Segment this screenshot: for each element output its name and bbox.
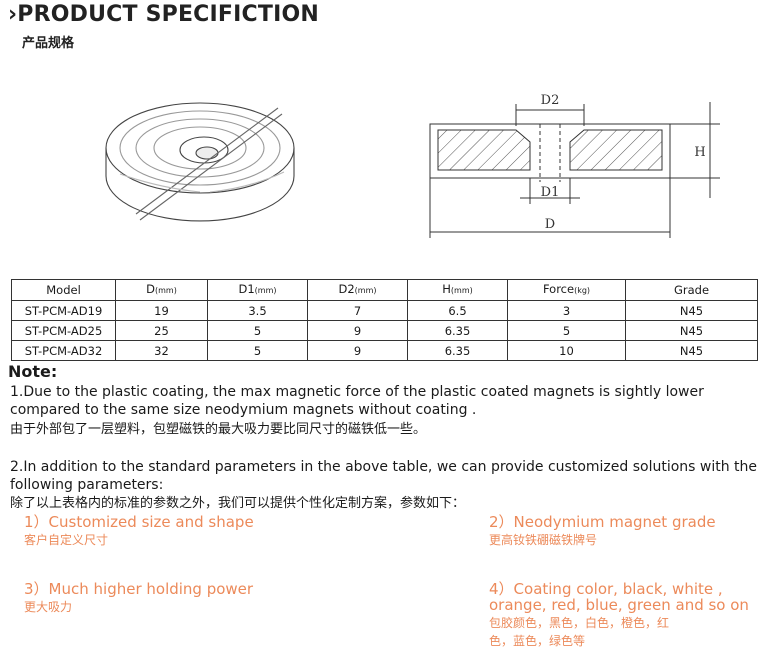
col-header-grade: Grade <box>625 279 758 301</box>
cell-d1: 5 <box>207 320 308 341</box>
option-1-cn: 客户自定义尺寸 <box>24 533 109 547</box>
option-4-en: 4）Coating color, black, white , orange, … <box>489 580 749 614</box>
page-subtitle: 产品规格 <box>22 36 75 51</box>
table-row: ST-PCM-AD25 25 5 9 6.35 5 N45 <box>11 320 758 341</box>
cell-d1: 3.5 <box>207 300 308 321</box>
cell-grade: N45 <box>625 320 758 341</box>
cross-section-drawing: D2 D1 D H <box>429 93 720 238</box>
page-title: ›PRODUCT SPECIFICTION <box>8 2 319 27</box>
table-header-row: Model D(mm) D1(mm) D2(mm) H(mm) Force(kg… <box>11 279 758 301</box>
col-header-d1: D1(mm) <box>207 279 308 301</box>
cell-model: ST-PCM-AD25 <box>11 320 116 341</box>
cell-force: 5 <box>507 320 626 341</box>
cell-model: ST-PCM-AD19 <box>11 300 116 321</box>
col-header-d: D(mm) <box>115 279 208 301</box>
option-3-cn: 更大吸力 <box>24 600 73 614</box>
cell-d: 19 <box>115 300 208 321</box>
col-header-d2: D2(mm) <box>307 279 408 301</box>
cell-h: 6.35 <box>407 340 508 361</box>
cell-d1: 5 <box>207 340 308 361</box>
dim-label-d1: D1 <box>541 185 560 200</box>
option-1-en: 1）Customized size and shape <box>24 513 254 531</box>
note-paragraph-2-en: 2.In addition to the standard parameters… <box>10 459 758 493</box>
cell-d2: 9 <box>307 340 408 361</box>
dim-label-h: H <box>694 145 705 160</box>
cell-d2: 7 <box>307 300 408 321</box>
note-paragraph-1-en: 1.Due to the plastic coating, the max ma… <box>10 384 704 418</box>
table-row: ST-PCM-AD32 32 5 9 6.35 10 N45 <box>11 340 758 361</box>
table-row: ST-PCM-AD19 19 3.5 7 6.5 3 N45 <box>11 300 758 321</box>
magnet-3d-illustration <box>105 102 295 222</box>
note-heading: Note: <box>8 362 58 381</box>
cell-force: 10 <box>507 340 626 361</box>
option-4-cn: 包胶颜色，黑色，白色，橙色，红色，蓝色，绿色等 <box>489 616 670 648</box>
option-2-cn: 更高钕铁硼磁铁牌号 <box>489 533 598 547</box>
note-paragraph-1-cn: 由于外部包了一层塑料，包塑磁铁的最大吸力要比同尺寸的磁铁低一些。 <box>10 422 427 437</box>
option-2-en: 2）Neodymium magnet grade <box>489 513 716 531</box>
cell-d: 25 <box>115 320 208 341</box>
spec-table: Model D(mm) D1(mm) D2(mm) H(mm) Force(kg… <box>11 279 758 361</box>
col-header-h: H(mm) <box>407 279 508 301</box>
page-title-text: PRODUCT SPECIFICTION <box>17 2 319 27</box>
cell-grade: N45 <box>625 340 758 361</box>
dim-label-d2: D2 <box>541 93 560 108</box>
note-paragraph-2-cn: 除了以上表格内的标准的参数之外，我们可以提供个性化定制方案，参数如下： <box>10 496 466 511</box>
col-header-force: Force(kg) <box>507 279 626 301</box>
chevron-right-icon: › <box>8 2 18 27</box>
cell-h: 6.35 <box>407 320 508 341</box>
cell-grade: N45 <box>625 300 758 321</box>
cell-model: ST-PCM-AD32 <box>11 340 116 361</box>
cell-d2: 9 <box>307 320 408 341</box>
cell-force: 3 <box>507 300 626 321</box>
dim-label-d: D <box>545 217 555 232</box>
option-3-en: 3）Much higher holding power <box>24 580 254 598</box>
cell-h: 6.5 <box>407 300 508 321</box>
col-header-model: Model <box>11 279 116 301</box>
cell-d: 32 <box>115 340 208 361</box>
